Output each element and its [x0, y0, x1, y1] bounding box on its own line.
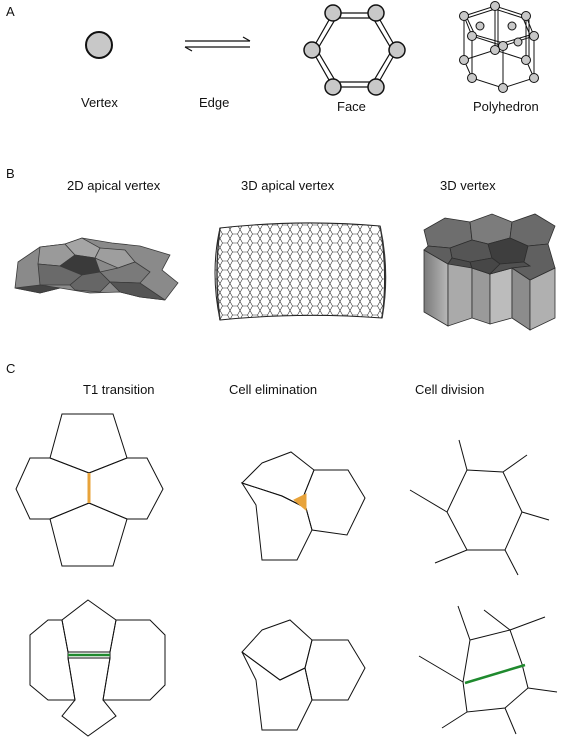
division-after-diagram [418, 605, 558, 735]
cell-division-label: Cell division [415, 382, 485, 397]
t1-after-diagram [29, 599, 166, 737]
apical-2d-sheet [14, 237, 179, 301]
panel-c-letter: C [6, 361, 16, 376]
apical-3d-tube [214, 222, 387, 321]
apical-3d-label: 3D apical vertex [241, 178, 335, 193]
face-label: Face [337, 99, 366, 114]
vertex-3d-label: 3D vertex [440, 178, 496, 193]
polyhedron-icon [459, 1, 539, 93]
panel-a-letter: A [6, 4, 15, 19]
elimination-after-diagram [241, 619, 366, 731]
face-hexagon-icon [303, 4, 406, 96]
polyhedron-label: Polyhedron [473, 99, 539, 114]
elimination-before-diagram [240, 451, 366, 561]
panel-b-letter: B [6, 166, 15, 181]
edge-arrows-icon [184, 36, 251, 52]
vertex-label: Vertex [81, 95, 118, 110]
division-before-diagram [409, 439, 550, 576]
t1-transition-label: T1 transition [83, 382, 155, 397]
division-new-edge-highlight [464, 663, 526, 685]
cell-elimination-label: Cell elimination [229, 382, 318, 397]
apical-2d-label: 2D apical vertex [67, 178, 161, 193]
vertex-icon [85, 31, 113, 59]
t1-before-diagram [15, 413, 164, 567]
elimination-cell-highlight [293, 493, 307, 512]
vertex-3d-block [423, 213, 556, 331]
edge-label: Edge [199, 95, 230, 110]
